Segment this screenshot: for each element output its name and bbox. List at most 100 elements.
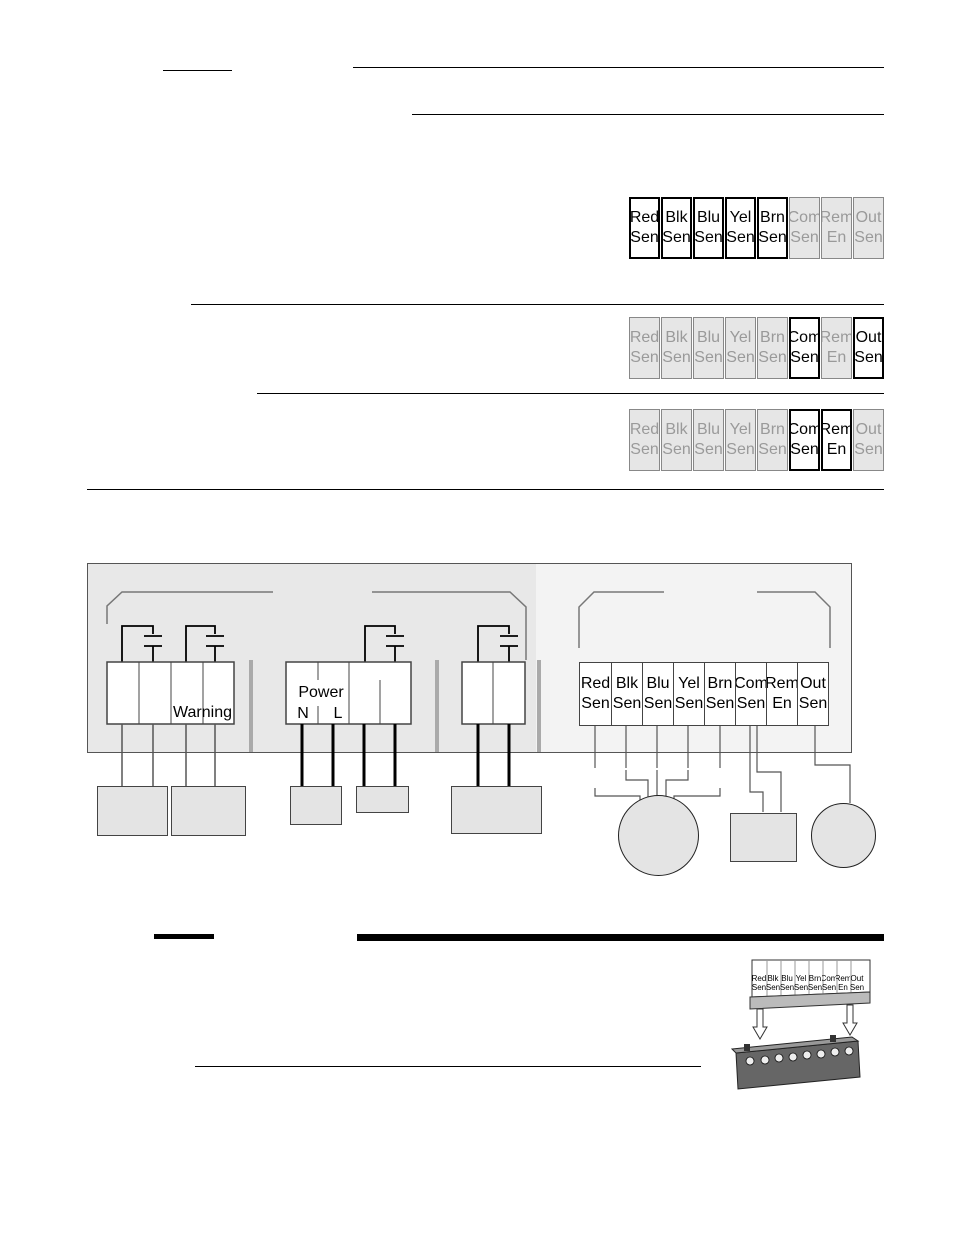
- plug-label-bottom: Sen: [794, 983, 808, 992]
- plug-label-bottom: Sen: [780, 983, 794, 992]
- terminal-label-bottom: Sen: [854, 229, 883, 246]
- terminal-label-bottom: Sen: [630, 441, 659, 458]
- warning-label: Warning: [173, 704, 232, 721]
- terminal-label-top: Com: [735, 675, 766, 692]
- section-rule-2: [257, 393, 884, 394]
- wires-sensor: [594, 724, 851, 812]
- terminal-label-bottom: Sen: [643, 695, 673, 712]
- terminal-label-bottom: Sen: [790, 349, 819, 366]
- terminal-label-bottom: Sen: [705, 695, 735, 712]
- separator-3: [537, 660, 541, 752]
- terminal-label-bottom: Sen: [790, 441, 819, 458]
- plug-label-top: Yel: [795, 974, 807, 983]
- terminal-label-top: Blk: [665, 209, 688, 226]
- terminal-label-bottom: Sen: [758, 349, 787, 366]
- terminal-label-bottom: Sen: [694, 441, 723, 458]
- terminal-label-bottom: Sen: [694, 349, 723, 366]
- output-device-circle: [811, 803, 876, 868]
- relay-contact-4: [477, 625, 518, 662]
- power-neutral-label: N: [297, 705, 309, 722]
- terminal-label-bottom: En: [826, 349, 847, 366]
- terminal-label-bottom: En: [826, 441, 847, 458]
- terminal-label-top: Blu: [646, 675, 670, 692]
- terminal-label-top: Yel: [729, 421, 752, 438]
- terminal-label-bottom: Sen: [758, 229, 787, 246]
- insert-arrows: [752, 1004, 858, 1040]
- terminal-label-top: Brn: [760, 209, 785, 226]
- terminal-label-bottom: Sen: [662, 441, 691, 458]
- terminal-label-bottom: Sen: [736, 695, 766, 712]
- bottom-header-rule-long: [357, 934, 884, 941]
- terminal-label-top: Blk: [665, 421, 688, 438]
- load-box-power: [290, 786, 342, 825]
- terminal-label-bottom: En: [826, 229, 847, 246]
- terminal-label-bottom: Sen: [662, 229, 691, 246]
- group-bracket-left: [106, 591, 273, 624]
- terminal-label-bottom: Sen: [662, 349, 691, 366]
- terminal-label-top: Out: [855, 421, 882, 438]
- terminal-label-bottom: Sen: [758, 441, 787, 458]
- socket-top: [730, 1036, 860, 1054]
- plug-label-top: Blk: [767, 974, 779, 983]
- section-rule-1: [191, 304, 884, 305]
- plug-label-top: Brn: [808, 974, 822, 983]
- terminal-label-top: Out: [855, 209, 882, 226]
- terminal-label-top: Com: [789, 209, 820, 226]
- load-box-3: [356, 786, 409, 813]
- terminal-label-bottom: Sen: [612, 695, 642, 712]
- load-box-4: [451, 786, 542, 834]
- header-rule-long: [353, 67, 884, 68]
- terminal-label-bottom: Sen: [630, 349, 659, 366]
- sensor-device-circle: [618, 795, 699, 876]
- remote-enable-box: [730, 813, 797, 862]
- terminal-label-bottom: En: [772, 695, 792, 712]
- bottom-rule: [195, 1066, 701, 1067]
- terminal-label-top: Com: [789, 421, 820, 438]
- plug-label-top: Blu: [781, 974, 793, 983]
- plug-label-bottom: Sen: [808, 983, 822, 992]
- plug-label-top: Out: [850, 974, 864, 983]
- wires-warning: [121, 724, 216, 786]
- plug-base: [749, 991, 871, 1010]
- terminal-label-bottom: Sen: [790, 229, 819, 246]
- relay-contact-1: [121, 625, 162, 662]
- plug-label-bottom: Sen: [752, 983, 766, 992]
- plug-label-top: Red: [752, 974, 766, 983]
- terminal-label-bottom: Sen: [674, 695, 704, 712]
- power-label: Power: [298, 684, 344, 701]
- terminal-label-top: Out: [800, 675, 826, 692]
- terminal-label-bottom: Sen: [694, 229, 723, 246]
- power-line-label: L: [333, 705, 343, 722]
- header-rule-short: [163, 70, 232, 71]
- terminal-label-top: Brn: [760, 421, 785, 438]
